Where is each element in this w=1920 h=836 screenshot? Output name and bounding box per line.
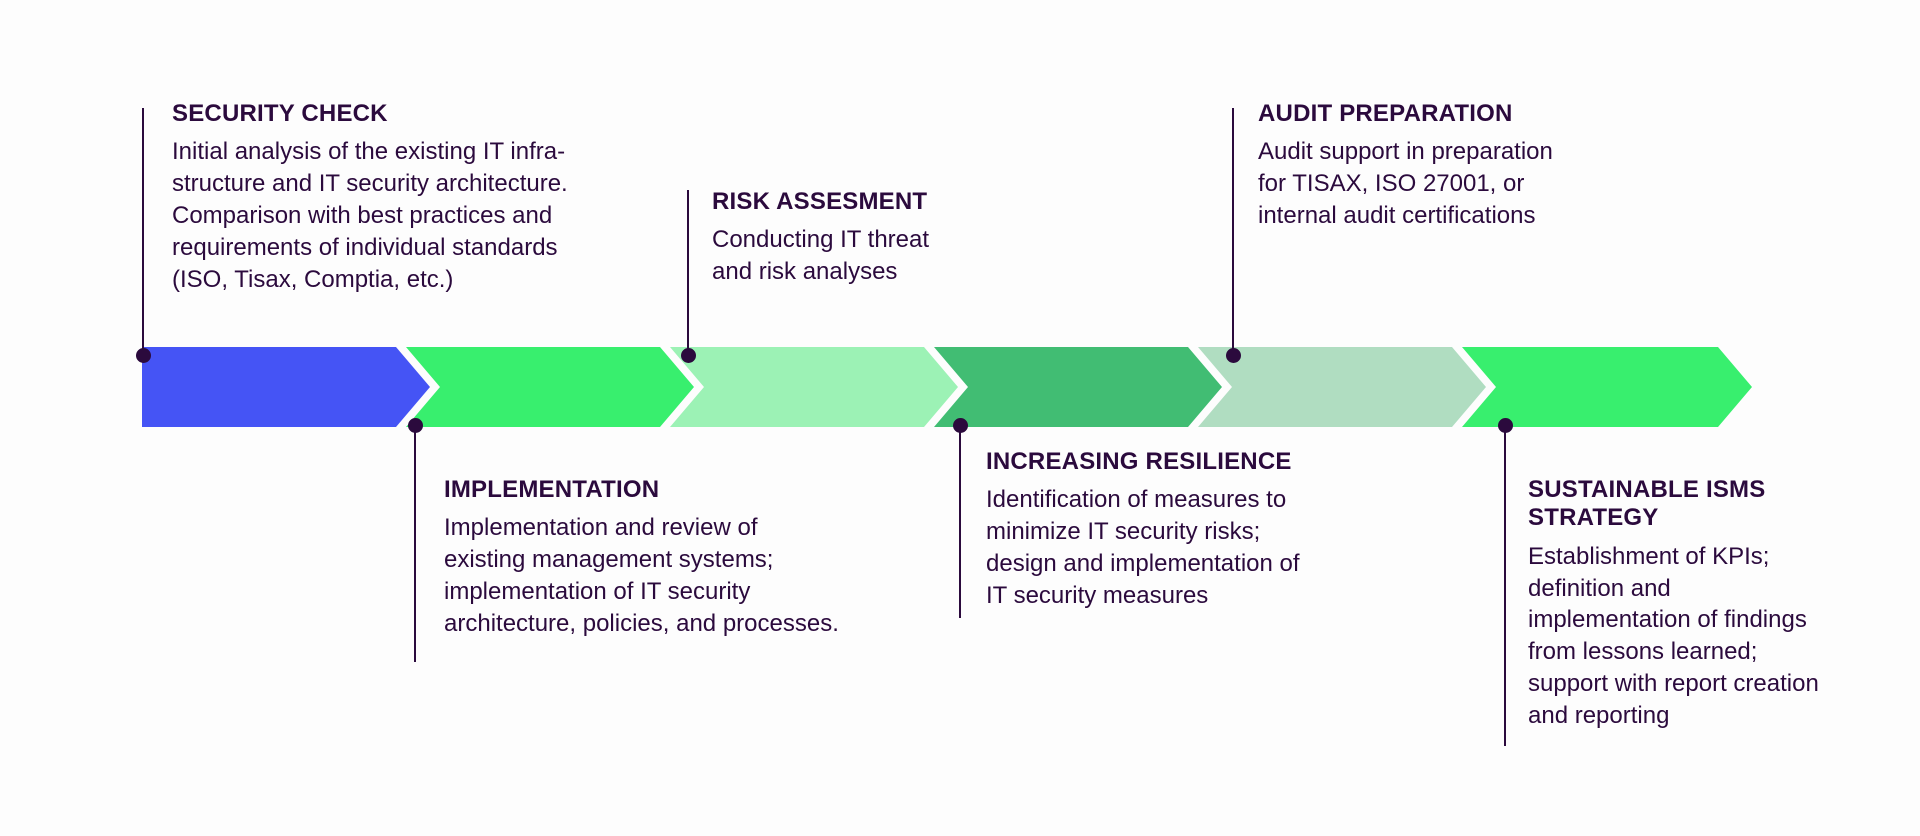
step-block-5: AUDIT PREPARATION Audit support in prepa… [1258,100,1658,232]
step-block-1: SECURITY CHECK Initial analysis of the e… [172,100,682,296]
connector-dot-step-3 [681,348,696,363]
connector-line-step-6 [1504,424,1506,746]
step-body-2: Implementation and review of existing ma… [444,514,839,638]
connector-dot-step-1 [136,348,151,363]
step-block-3: RISK ASSESMENT Conducting IT threat and … [712,188,1052,288]
connector-line-step-2 [414,424,416,662]
connector-dot-step-5 [1226,348,1241,363]
step-title-6: SUSTAINABLE ISMS STRATEGY [1528,476,1766,532]
step-title-1: SECURITY CHECK [172,100,388,127]
chevron-step-1 [142,347,430,427]
connector-line-step-3 [687,190,689,355]
step-body-6: Establishment of KPIs; definition and im… [1528,542,1819,730]
step-title-4: INCREASING RESILIENCE [986,448,1292,475]
step-block-2: IMPLEMENTATION Implementation and review… [444,476,944,640]
chevron-step-6 [1462,347,1752,427]
chevron-step-4 [934,347,1222,427]
step-title-2: IMPLEMENTATION [444,476,660,503]
arrow-band [142,347,1782,427]
step-block-6: SUSTAINABLE ISMS STRATEGY Establishment … [1528,476,1908,732]
chevron-step-3 [670,347,958,427]
connector-line-step-5 [1232,108,1234,355]
step-title-3: RISK ASSESMENT [712,188,928,215]
step-title-5: AUDIT PREPARATION [1258,100,1513,127]
connector-dot-step-6 [1498,418,1513,433]
chevron-step-2 [406,347,694,427]
step-body-5: Audit support in preparation for TISAX, … [1258,138,1553,230]
connector-dot-step-2 [408,418,423,433]
connector-line-step-4 [959,424,961,618]
connector-dot-step-4 [953,418,968,433]
step-body-3: Conducting IT threat and risk analyses [712,226,930,286]
step-body-1: Initial analysis of the existing IT infr… [172,138,568,293]
step-block-4: INCREASING RESILIENCE Identification of … [986,448,1406,612]
connector-line-step-1 [142,108,144,355]
chevron-step-5 [1198,347,1486,427]
step-body-4: Identification of measures to minimize I… [986,486,1300,610]
